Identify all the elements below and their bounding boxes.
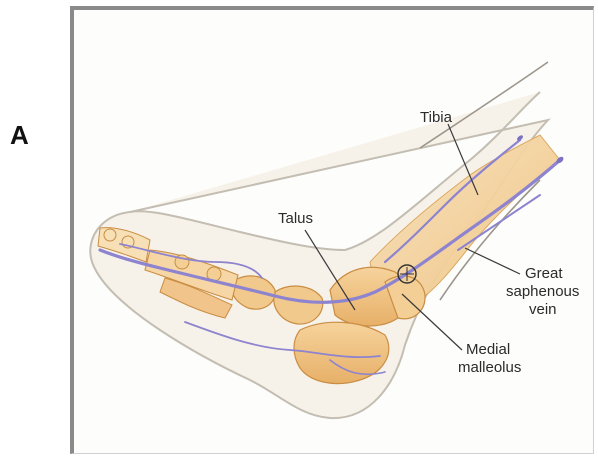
toe-joint-1 bbox=[104, 229, 116, 241]
label-medial-malleolus-line1: Medial bbox=[466, 341, 510, 358]
label-talus: Talus bbox=[278, 210, 313, 227]
label-great-saphenous-vein-line3: vein bbox=[529, 301, 557, 318]
label-great-saphenous-vein-line2: saphenous bbox=[506, 283, 579, 300]
label-medial-malleolus-line2: malleolus bbox=[458, 359, 521, 376]
label-great-saphenous-vein-line1: Great bbox=[525, 265, 563, 282]
great-saphenous-vein-leader bbox=[465, 248, 520, 274]
label-tibia: Tibia bbox=[420, 109, 453, 126]
